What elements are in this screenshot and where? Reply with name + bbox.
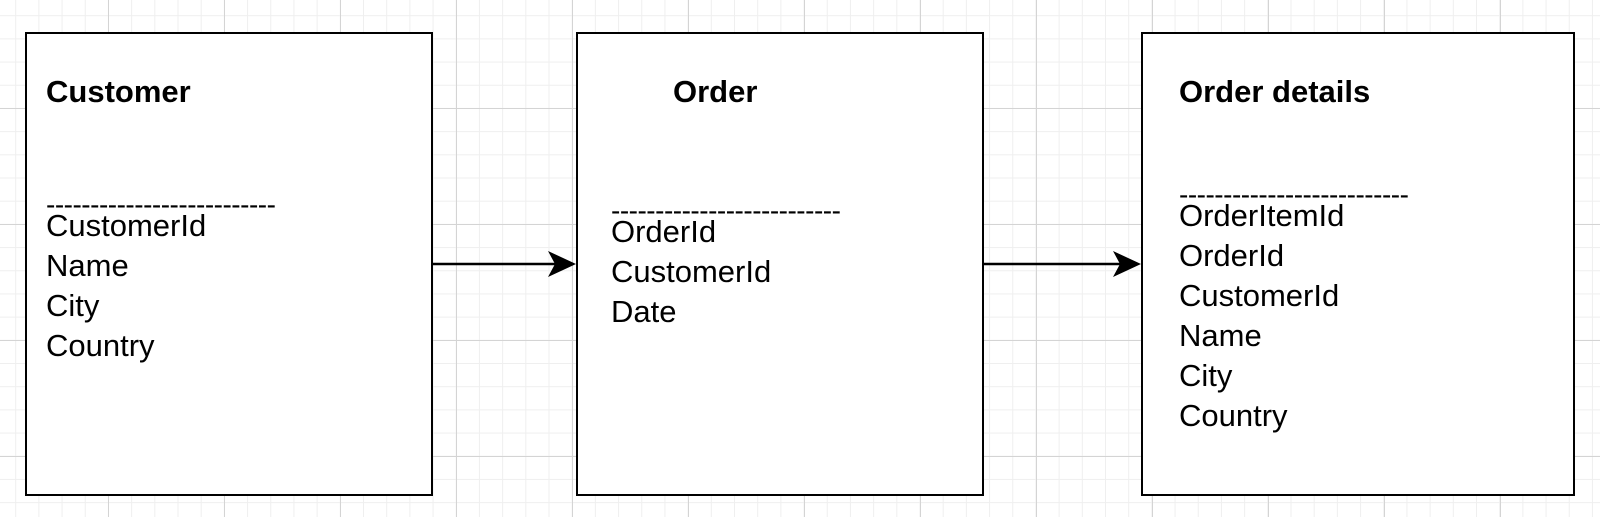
entity-field: Country <box>46 328 155 363</box>
entity-field: City <box>1179 358 1233 393</box>
entity-field: CustomerId <box>46 208 207 243</box>
entity-divider: -------------------------- <box>46 189 276 220</box>
entity-field: Date <box>611 294 677 329</box>
entity-title: Order <box>673 74 758 109</box>
entity-field: Country <box>1179 398 1288 433</box>
entity-field: CustomerId <box>1179 278 1340 313</box>
entity-field: Name <box>46 248 129 283</box>
entity-field: OrderId <box>1179 238 1285 273</box>
entity-title: Order details <box>1179 74 1371 109</box>
connector-customer-to-order[interactable] <box>433 251 576 277</box>
entity-field-list: OrderItemId OrderId CustomerId Name City… <box>1179 196 1344 436</box>
entity-divider: -------------------------- <box>611 195 841 226</box>
entity-field: City <box>46 288 100 323</box>
entity-field: Name <box>1179 318 1262 353</box>
entity-customer[interactable]: Customer -------------------------- Cust… <box>25 32 433 496</box>
entity-divider: -------------------------- <box>1179 179 1409 210</box>
arrowhead-icon <box>548 251 576 277</box>
entity-order[interactable]: Order -------------------------- OrderId… <box>576 32 984 496</box>
entity-field: CustomerId <box>611 254 772 289</box>
entity-field: OrderId <box>611 214 717 249</box>
connector-order-to-order-details[interactable] <box>984 251 1141 277</box>
entity-title: Customer <box>46 74 191 109</box>
entity-field-list: OrderId CustomerId Date <box>611 212 771 332</box>
entity-order-details[interactable]: Order details --------------------------… <box>1141 32 1575 496</box>
entity-field: OrderItemId <box>1179 198 1345 233</box>
arrowhead-icon <box>1113 251 1141 277</box>
entity-field-list: CustomerId Name City Country <box>46 206 206 366</box>
